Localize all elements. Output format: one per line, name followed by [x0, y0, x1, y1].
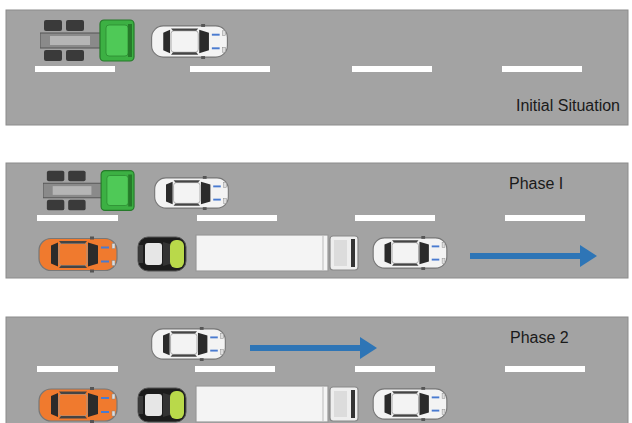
phase-label: Phase I — [509, 174, 563, 193]
road-panel: Initial Situation — [6, 10, 628, 125]
phase-label: Phase 2 — [510, 328, 569, 347]
road-panel: Phase 2 — [6, 317, 628, 423]
phase-label: Initial Situation — [516, 96, 620, 115]
road-panel: Phase I — [6, 163, 628, 278]
